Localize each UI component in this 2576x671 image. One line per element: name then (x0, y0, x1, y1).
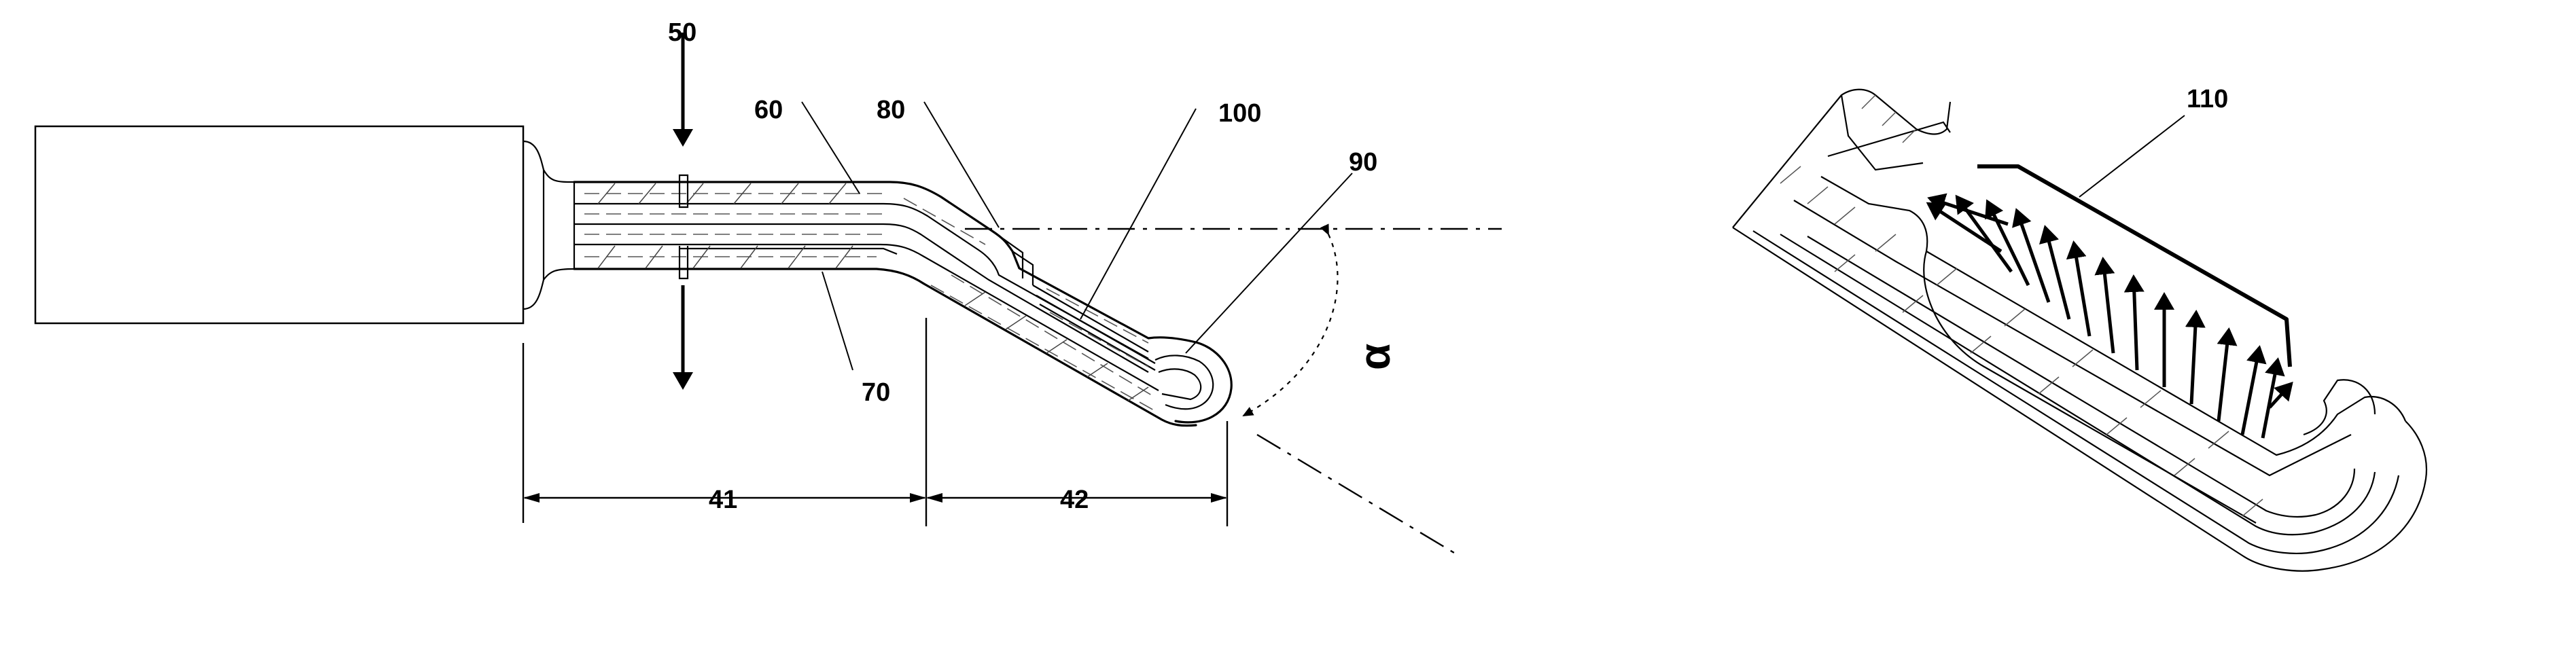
label-80: 80 (877, 96, 905, 124)
perspective-body (1733, 90, 1950, 228)
upper-profile (574, 182, 1231, 422)
label-100: 100 (1218, 99, 1261, 128)
pressure-envelope (1977, 166, 2290, 367)
label-90: 90 (1349, 148, 1377, 177)
right-figure: 110 (1733, 85, 2427, 571)
pressure-arrows (1928, 197, 2291, 438)
handle-body (35, 126, 523, 323)
angle-arc (1243, 234, 1338, 416)
cross-hatch (598, 183, 1148, 401)
label-70: 70 (862, 378, 890, 407)
tip-loop (1155, 355, 1213, 409)
label-60: 60 (754, 96, 783, 124)
right-hatching (1780, 95, 2263, 516)
inclined-axis (1257, 435, 1461, 557)
label-alpha: α (1350, 344, 1399, 370)
label-110: 110 (2187, 85, 2228, 113)
neck (523, 141, 574, 309)
label-41: 41 (709, 486, 737, 514)
label-42: 42 (1060, 486, 1089, 514)
left-figure: 50 60 80 100 90 70 41 42 α (35, 18, 1502, 557)
label-50: 50 (668, 18, 696, 47)
